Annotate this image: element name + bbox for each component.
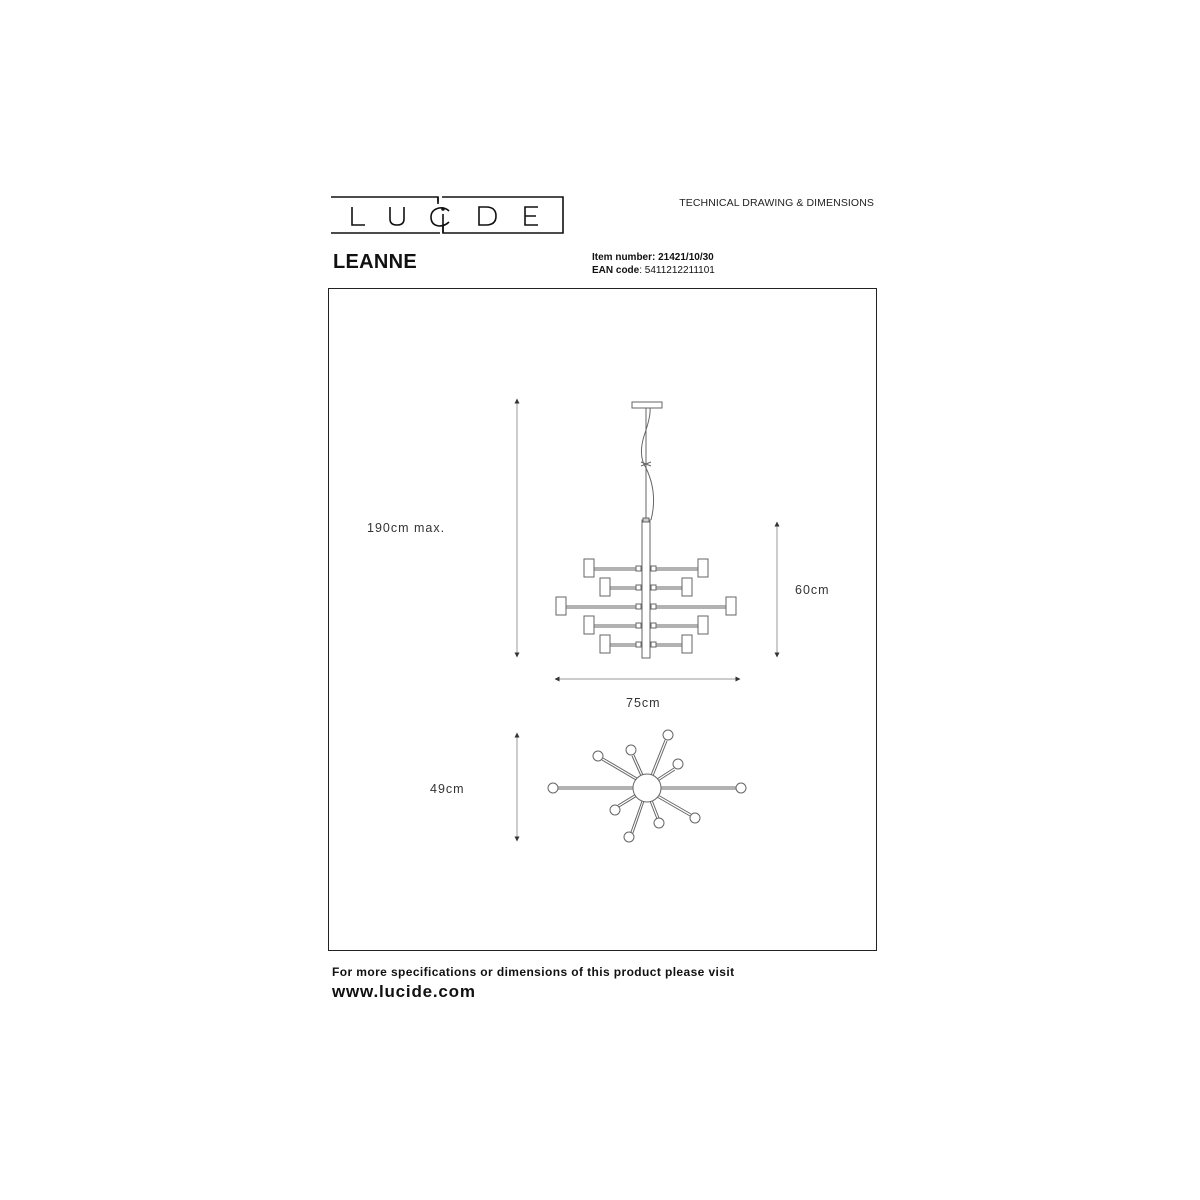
brand-logo: [330, 196, 564, 234]
technical-drawing: [328, 288, 878, 952]
item-number-value: 21421/10/30: [658, 252, 714, 263]
height-max-label: 190cm max.: [367, 521, 446, 535]
product-name: LEANNE: [333, 251, 418, 273]
item-number-row: Item number: 21421/10/30: [592, 251, 715, 264]
ean-row: EAN code: 5411212211101: [592, 264, 715, 277]
ean-label: EAN code: [592, 265, 640, 276]
footer-note: For more specifications or dimensions of…: [332, 965, 735, 979]
drawing-frame: [328, 288, 877, 951]
ean-value: : 5411212211101: [639, 265, 715, 276]
depth-label: 49cm: [430, 782, 465, 796]
item-number-label: Item number:: [592, 252, 656, 263]
document-type: TECHNICAL DRAWING & DIMENSIONS: [679, 197, 874, 209]
website-link[interactable]: www.lucide.com: [332, 982, 476, 1001]
body-height-label: 60cm: [795, 583, 830, 597]
product-meta: Item number: 21421/10/30 EAN code: 54112…: [592, 251, 715, 277]
lucide-logo-icon: [331, 196, 564, 234]
pendant-drawing-icon: [514, 398, 780, 843]
width-label: 75cm: [626, 696, 661, 710]
